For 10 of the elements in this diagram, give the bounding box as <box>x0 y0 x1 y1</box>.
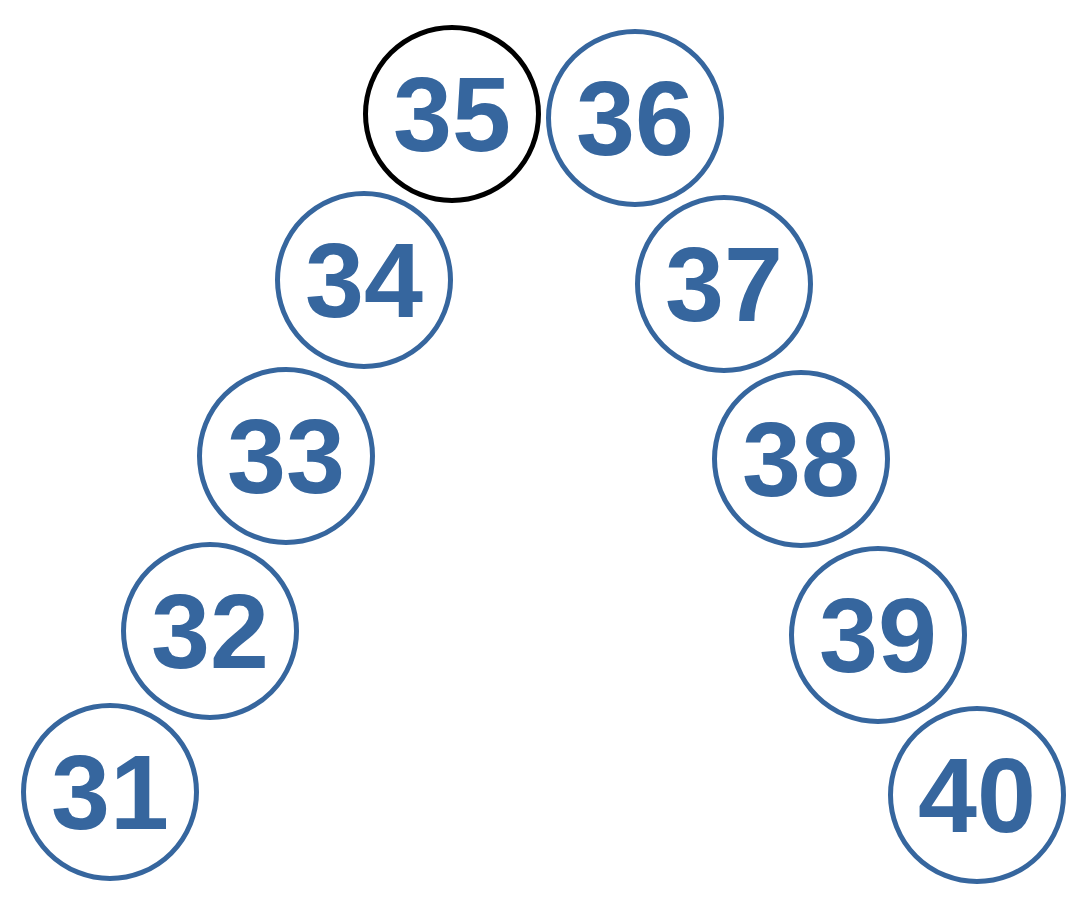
number-label: 31 <box>51 739 169 845</box>
number-label: 37 <box>665 231 783 337</box>
number-label: 40 <box>918 742 1036 848</box>
number-label: 32 <box>151 578 269 684</box>
number-label: 36 <box>576 65 694 171</box>
number-label: 38 <box>742 406 860 512</box>
number-label: 39 <box>819 582 937 688</box>
number-label: 35 <box>393 61 511 167</box>
number-label: 33 <box>227 403 345 509</box>
number-label: 34 <box>305 227 423 333</box>
